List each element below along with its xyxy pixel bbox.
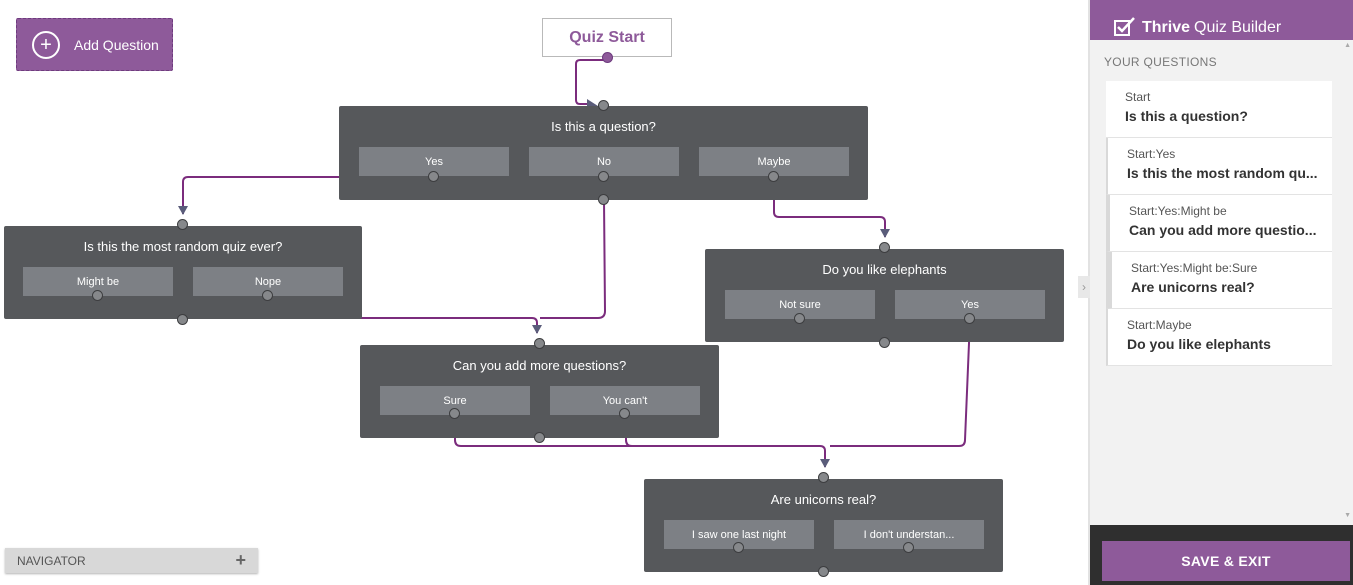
answer-button[interactable]: I saw one last night bbox=[664, 520, 814, 549]
question-list-title: Is this a question? bbox=[1125, 108, 1248, 124]
brand-name: Thrive bbox=[1142, 19, 1191, 36]
question-list-title: Are unicorns real? bbox=[1131, 279, 1255, 295]
add-question-label: Add Question bbox=[74, 36, 159, 53]
questions-panel: › Thrive Quiz Builder ▲ YOUR QUESTIONS S… bbox=[1078, 0, 1353, 585]
question-list-title: Can you add more questio... bbox=[1129, 222, 1317, 238]
output-connector[interactable] bbox=[964, 313, 975, 324]
link-maybe-q3 bbox=[773, 177, 890, 238]
question-title: Is this the most random quiz ever? bbox=[83, 239, 283, 254]
link-elephants-yes-q5 bbox=[830, 318, 971, 447]
question-list-title: Is this the most random qu... bbox=[1127, 165, 1318, 181]
section-title: YOUR QUESTIONS bbox=[1104, 55, 1217, 69]
question-title: Are unicorns real? bbox=[770, 492, 877, 507]
question-list-item[interactable]: Start:Maybe Do you like elephants bbox=[1106, 309, 1332, 366]
question-node[interactable]: Are unicorns real? I saw one last night … bbox=[644, 479, 1003, 572]
question-path: Start:Maybe bbox=[1127, 318, 1192, 332]
question-list: Start Is this a question? Start:Yes Is t… bbox=[1106, 81, 1332, 366]
expand-plus-icon[interactable]: + bbox=[235, 550, 246, 570]
panel-footer: SAVE & EXIT bbox=[1090, 525, 1353, 585]
question-title: Can you add more questions? bbox=[452, 358, 627, 373]
navigator-bar[interactable]: NAVIGATOR + bbox=[5, 548, 258, 573]
output-connector[interactable] bbox=[428, 171, 439, 182]
output-connector[interactable] bbox=[879, 337, 890, 348]
start-output-connector[interactable] bbox=[602, 52, 613, 63]
output-connector[interactable] bbox=[768, 171, 779, 182]
input-connector[interactable] bbox=[177, 219, 188, 230]
question-path: Start:Yes:Might be:Sure bbox=[1131, 261, 1258, 275]
quiz-start-label: Quiz Start bbox=[569, 28, 645, 46]
output-connector[interactable] bbox=[818, 566, 829, 577]
output-connector[interactable] bbox=[92, 290, 103, 301]
question-path: Start:Yes bbox=[1127, 147, 1176, 161]
output-connector[interactable] bbox=[619, 408, 630, 419]
panel-header: Thrive Quiz Builder bbox=[1090, 0, 1353, 40]
save-exit-button[interactable]: SAVE & EXIT bbox=[1102, 541, 1350, 581]
question-list-item[interactable]: Start Is this a question? bbox=[1106, 81, 1332, 138]
output-connector[interactable] bbox=[598, 194, 609, 205]
output-connector[interactable] bbox=[177, 314, 188, 325]
link-youcant-q5 bbox=[625, 414, 820, 447]
question-path: Start:Yes:Might be bbox=[1129, 204, 1227, 218]
input-connector[interactable] bbox=[818, 472, 829, 483]
question-list-item[interactable]: Start:Yes:Might be:Sure Are unicorns rea… bbox=[1106, 252, 1332, 309]
question-node[interactable]: Do you like elephants Not sure Yes bbox=[705, 249, 1064, 342]
scroll-up-icon[interactable]: ▲ bbox=[1344, 42, 1351, 49]
output-connector[interactable] bbox=[794, 313, 805, 324]
collapse-panel-chevron-icon[interactable]: › bbox=[1078, 276, 1090, 298]
question-path: Start bbox=[1125, 90, 1151, 104]
input-connector[interactable] bbox=[598, 100, 609, 111]
add-question-button[interactable]: + Add Question bbox=[16, 18, 173, 71]
question-node[interactable]: Is this the most random quiz ever? Might… bbox=[4, 226, 362, 319]
question-list-item[interactable]: Start:Yes Is this the most random qu... bbox=[1106, 138, 1332, 195]
quiz-canvas[interactable]: + Add Question Quiz Start Is this a ques… bbox=[0, 0, 1088, 585]
thrive-logo-icon bbox=[1114, 17, 1135, 36]
input-connector[interactable] bbox=[534, 338, 545, 349]
output-connector[interactable] bbox=[262, 290, 273, 301]
output-connector[interactable] bbox=[449, 408, 460, 419]
question-list-item[interactable]: Start:Yes:Might be Can you add more ques… bbox=[1106, 195, 1332, 252]
link-no-q4 bbox=[540, 199, 607, 319]
output-connector[interactable] bbox=[534, 432, 545, 443]
question-title: Do you like elephants bbox=[822, 262, 947, 277]
link-start-q1 bbox=[575, 57, 608, 105]
question-list-title: Do you like elephants bbox=[1127, 336, 1271, 352]
input-connector[interactable] bbox=[879, 242, 890, 253]
plus-icon: + bbox=[32, 30, 60, 59]
output-connector[interactable] bbox=[903, 542, 914, 553]
link-yes-q2 bbox=[178, 176, 434, 215]
output-connector[interactable] bbox=[733, 542, 744, 553]
question-title: Is this a question? bbox=[551, 119, 656, 134]
question-node[interactable]: Is this a question? Yes No Maybe bbox=[339, 106, 868, 200]
brand-subtitle: Quiz Builder bbox=[1194, 19, 1282, 36]
question-node[interactable]: Can you add more questions? Sure You can… bbox=[360, 345, 719, 438]
output-connector[interactable] bbox=[598, 171, 609, 182]
scroll-down-icon[interactable]: ▼ bbox=[1344, 512, 1351, 519]
navigator-label: NAVIGATOR bbox=[17, 553, 86, 568]
